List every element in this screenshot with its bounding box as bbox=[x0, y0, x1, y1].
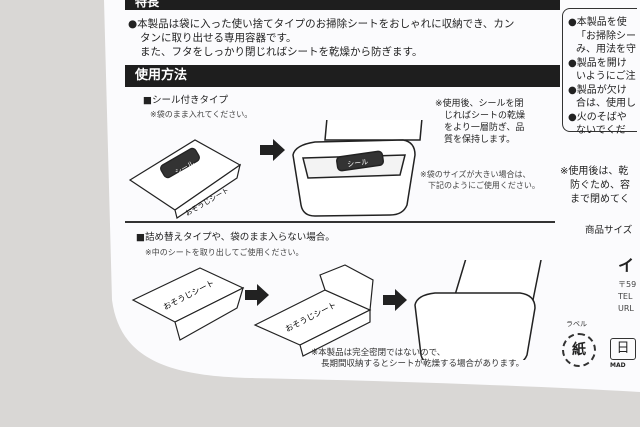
size-note: ※袋のサイズが大きい場合は、 下記のようにご使用ください。 bbox=[420, 170, 540, 192]
sheets-drawing bbox=[253, 264, 374, 357]
after-use-note-line: をより一層防ぎ、品 bbox=[444, 123, 525, 134]
features-heading: 特長 bbox=[135, 0, 160, 9]
seal-type-note: ※袋のまま入れてください。 bbox=[150, 110, 253, 119]
features-line-2: タンに取り出せる専用容器です。 bbox=[140, 32, 297, 44]
after-note-line: まで閉めてく bbox=[570, 194, 630, 205]
box-filled-drawing bbox=[414, 260, 542, 360]
seal-note-line: 長期間収納するとシートが乾燥する場合があります。 bbox=[321, 359, 525, 370]
arrow-icon bbox=[383, 289, 407, 311]
size-note-line: ※袋のサイズが大きい場合は、 bbox=[420, 170, 531, 179]
arrow-icon bbox=[260, 139, 285, 161]
seal-note: ※本製品は完全密閉ではないので、 長期間収納するとシートが乾燥する場合があります… bbox=[311, 348, 524, 371]
address-line: URL bbox=[618, 304, 634, 313]
size-note-line: 下記のようにご使用ください。 bbox=[428, 180, 540, 190]
features-line-1: ●本製品は袋に入った使い捨てタイプのお掃除シートをおしゃれに収納でき、カン bbox=[128, 18, 515, 30]
recycle-label: ラベル bbox=[566, 320, 587, 328]
warning-line: み、用法を守 bbox=[576, 44, 636, 55]
usage-heading: 使用方法 bbox=[135, 68, 188, 83]
origin-text: MAD bbox=[610, 362, 626, 369]
refill-type-note: ※中のシートを取り出してご使用ください。 bbox=[145, 248, 304, 257]
after-use-note-line: 質を保持します。 bbox=[444, 135, 516, 146]
warning-line: いようにご注 bbox=[576, 71, 636, 82]
paper-recycle-icon: 紙 bbox=[562, 333, 596, 367]
warning-box bbox=[562, 8, 637, 132]
arrow-icon bbox=[245, 284, 269, 306]
warning-line: ないでくだ bbox=[576, 125, 626, 136]
warning-text: ●本製品を使 「お掃除シー み、用法を守 ●製品を開け いようにご注 ●製品が欠… bbox=[568, 16, 636, 138]
address-line: TEL bbox=[618, 292, 633, 301]
box-open-drawing bbox=[292, 120, 423, 217]
refill-packet-drawing bbox=[131, 267, 245, 341]
warning-line: 合は、使用し bbox=[576, 98, 636, 109]
seal-type-illustration: シール おそうじシート シール bbox=[128, 120, 423, 219]
warning-line: ●製品が欠け bbox=[568, 84, 627, 96]
box-seal-label: シール bbox=[347, 158, 369, 169]
refill-type-illustration: おそうじシート おそうじシート bbox=[131, 260, 542, 360]
after-note-line: ※使用後は、乾 bbox=[560, 166, 629, 177]
seal-type-title: ■シール付きタイプ bbox=[143, 95, 228, 106]
company-address: 〒59 TEL URL bbox=[618, 279, 636, 315]
after-use-note-line: ※使用後、シールを閉 bbox=[435, 99, 524, 109]
after-use-note-line: じればシートの乾燥 bbox=[444, 111, 526, 122]
seal-packet-drawing bbox=[128, 139, 242, 219]
features-heading-bar: 特長 bbox=[125, 0, 560, 10]
usage-heading-bar: 使用方法 bbox=[125, 65, 560, 87]
warning-line: 「お掃除シー bbox=[576, 30, 636, 42]
warning-line: ●火のそばや bbox=[568, 111, 627, 123]
after-use-note: ※使用後、シールを閉 じればシートの乾燥 をより一層防ぎ、品 質を保持します。 bbox=[435, 98, 525, 147]
after-use-warning: ※使用後は、乾 防ぐため、容 まで閉めてく bbox=[560, 165, 630, 207]
seal-note-line: ※本製品は完全密閉ではないので、 bbox=[311, 348, 446, 358]
after-note-line: 防ぐため、容 bbox=[570, 180, 630, 191]
origin-mark: 日 bbox=[610, 338, 636, 360]
warning-line: ●本製品を使 bbox=[568, 17, 627, 28]
size-label: 商品サイズ bbox=[585, 225, 633, 236]
features-line-3: また、フタをしっかり閉じればシートを乾燥から防ぎます。 bbox=[140, 46, 423, 58]
address-line: 〒59 bbox=[618, 280, 637, 289]
section-divider bbox=[125, 221, 555, 223]
refill-type-title: ■詰め替えタイプや、袋のまま入らない場合。 bbox=[136, 232, 335, 243]
warning-line: ●製品を開け bbox=[568, 57, 627, 69]
company-name: イ bbox=[618, 256, 635, 275]
